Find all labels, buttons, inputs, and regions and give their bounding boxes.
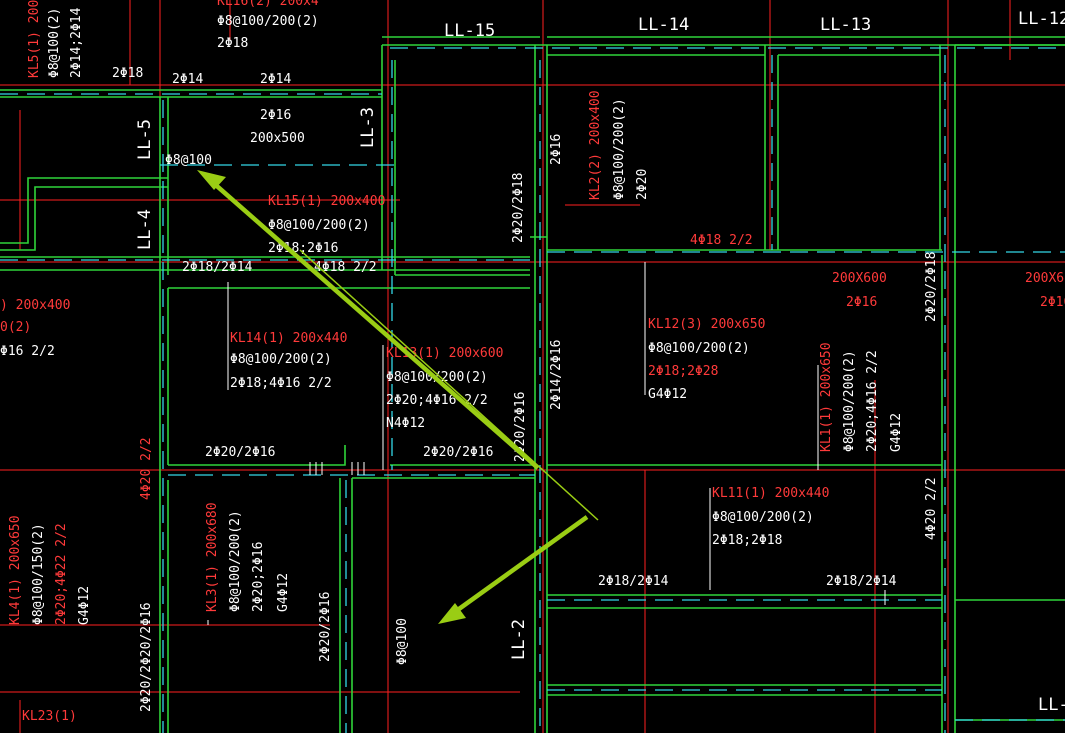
rebar-2d18-2d14: 2Φ18/2Φ14 <box>182 260 253 275</box>
kl15-title: KL15(1) 200x400 <box>268 194 385 209</box>
callout-arrows[interactable] <box>197 170 599 624</box>
kl5-title: KL5(1) 200x4 <box>27 0 42 78</box>
rebar-2d14-b: 2Φ14 <box>260 72 291 87</box>
section-200x6-edge: 200X6 <box>1025 271 1064 286</box>
kl16-stirrup: Φ8@100/200(2) <box>217 14 319 29</box>
kl1-side-bar: G4Φ12 <box>889 413 904 452</box>
kl12-title: KL12(3) 200x650 <box>648 317 765 332</box>
rebar-4d18-22: 4Φ18 2/2 <box>314 260 377 275</box>
kl-left-title: ) 200x400 <box>0 298 70 313</box>
kl-left-rebar: Φ16 2/2 <box>0 344 55 359</box>
rebar-2d16: 2Φ16 <box>260 108 291 123</box>
hidden-dashed-lines <box>0 47 1065 733</box>
kl3-stirrup: Φ8@100/200(2) <box>228 510 243 612</box>
rebar-2d20-2d16-b: 2Φ20/2Φ16 <box>423 445 493 460</box>
label-ll5: LL-5 <box>135 119 155 160</box>
label-ll1: LL-1 <box>1038 695 1065 715</box>
kl23-title: KL23(1) <box>22 709 77 724</box>
kl15-stirrup: Φ8@100/200(2) <box>268 218 370 233</box>
rebar-2d20-2d16-vertical-2: 2Φ20/2Φ16 <box>318 592 333 662</box>
stirrup-d8at100-vertical: Φ8@100 <box>395 618 410 665</box>
kl2-title: KL2(2) 200x400 <box>588 90 603 200</box>
rebar-2d20-2d20-2d16-vertical: 2Φ20/2Φ20/2Φ16 <box>139 602 154 712</box>
kl-left-stirrup: 0(2) <box>0 320 31 335</box>
rebar-2d20-2d16-vertical: 2Φ20/2Φ16 <box>513 392 528 462</box>
label-ll14: LL-14 <box>638 15 689 35</box>
kl4-title: KL4(1) 200x650 <box>8 515 23 625</box>
label-ll12: LL-12 <box>1018 9 1065 29</box>
kl3-rebar: 2Φ20;2Φ16 <box>251 542 266 612</box>
kl14-rebar: 2Φ18;4Φ16 2/2 <box>230 376 332 391</box>
kl13-side-bar: N4Φ12 <box>386 416 425 431</box>
rebar-2d20-2d18-vertical: 2Φ20/2Φ18 <box>511 173 526 243</box>
rebar-2d16-red: 2Φ16 <box>846 295 877 310</box>
kl4-stirrup: Φ8@100/150(2) <box>31 523 46 625</box>
rebar-4d20-22-red: 4Φ20 2/2 <box>139 437 154 500</box>
kl13-title: KL13(1) 200x600 <box>386 346 503 361</box>
kl4-side-bar: G4Φ12 <box>77 586 92 625</box>
label-ll2: LL-2 <box>509 619 529 660</box>
rebar-2d14-a: 2Φ14 <box>172 72 203 87</box>
rebar-2d18-2d14-b: 2Φ18/2Φ14 <box>826 574 897 589</box>
kl16-title: KL16(2) 200x4 <box>217 0 319 9</box>
section-200x500: 200x500 <box>250 131 305 146</box>
kl4-rebar: 2Φ20;4Φ22 2/2 <box>54 523 69 625</box>
kl3-side-bar: G4Φ12 <box>276 573 291 612</box>
kl11-title: KL11(1) 200x440 <box>712 486 829 501</box>
arrow-upper-head-icon[interactable] <box>197 170 226 190</box>
kl11-rebar: 2Φ18;2Φ18 <box>712 533 782 548</box>
stirrup-d8at100: Φ8@100 <box>165 153 212 168</box>
kl1-title: KL1(1) 200x650 <box>819 342 834 452</box>
kl12-rebar: 2Φ18;2Φ28 <box>648 364 718 379</box>
kl12-side-bar: G4Φ12 <box>648 387 687 402</box>
rebar-2d14-2d16-vertical: 2Φ14/2Φ16 <box>549 340 564 410</box>
arrow-upper-shaft[interactable] <box>208 178 540 470</box>
rebar-2d18-top: 2Φ18 <box>112 66 143 81</box>
label-ll15: LL-15 <box>444 21 495 41</box>
leader-ticks <box>207 262 886 625</box>
kl1-stirrup: Φ8@100/200(2) <box>842 350 857 452</box>
rebar-2d18-2d14-a: 2Φ18/2Φ14 <box>598 574 669 589</box>
rebar-2d20-2d18-vertical-right: 2Φ20/2Φ18 <box>924 252 939 322</box>
rebar-4d20-22-white: 4Φ20 2/2 <box>924 477 939 540</box>
kl2-stirrup: Φ8@100/200(2) <box>612 98 627 200</box>
kl3-title: KL3(1) 200x680 <box>205 502 220 612</box>
kl2-rebar: 2Φ20 <box>635 169 650 200</box>
label-ll4: LL-4 <box>135 209 155 250</box>
kl16-rebar: 2Φ18 <box>217 36 248 51</box>
kl5-rebar: 2Φ14;2Φ14 <box>69 7 84 78</box>
rebar-2d16-vertical: 2Φ16 <box>549 134 564 165</box>
rebar-2d16-edge: 2Φ16 <box>1040 295 1065 310</box>
section-200x600: 200X600 <box>832 271 887 286</box>
rebar-2d20-2d16-a: 2Φ20/2Φ16 <box>205 445 275 460</box>
beam-edge-lines <box>0 36 1065 733</box>
kl14-title: KL14(1) 200x440 <box>230 331 347 346</box>
kl12-stirrup: Φ8@100/200(2) <box>648 341 750 356</box>
rebar-4d18-22-red: 4Φ18 2/2 <box>690 233 753 248</box>
kl14-stirrup: Φ8@100/200(2) <box>230 352 332 367</box>
arrow-leader-upper <box>299 249 599 521</box>
arrow-lower-shaft[interactable] <box>450 515 589 616</box>
kl5-stirrup: Φ8@100(2) <box>47 8 62 78</box>
label-ll3: LL-3 <box>358 107 378 148</box>
coupling-beam-labels: LL-15 LL-14 LL-13 LL-12 LL-5 LL-3 LL-4 L… <box>135 9 1065 715</box>
kl11-stirrup: Φ8@100/200(2) <box>712 510 814 525</box>
arrow-lower-head-icon[interactable] <box>438 603 466 624</box>
kl1-rebar: 2Φ20;4Φ16 2/2 <box>865 350 880 452</box>
label-ll13: LL-13 <box>820 15 871 35</box>
